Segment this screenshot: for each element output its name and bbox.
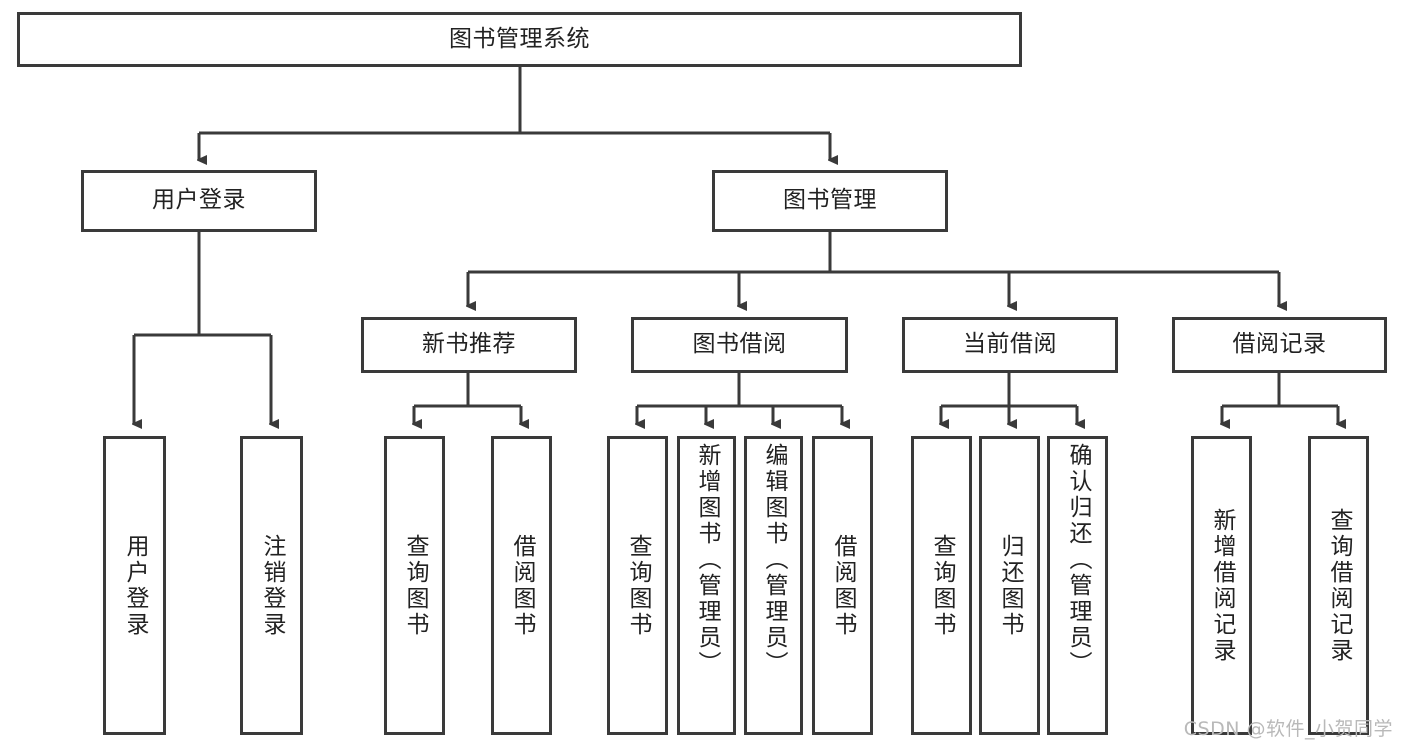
node-label: 新增图书（管理员） — [694, 443, 720, 677]
node-root-system[interactable]: 图书管理系统 — [17, 12, 1022, 67]
node-leaf-add-book[interactable]: 新增图书（管理员） — [677, 436, 736, 735]
node-label: 查询图书 — [402, 533, 428, 638]
node-label: 查询借阅记录 — [1326, 507, 1352, 664]
node-leaf-add-borrow-record[interactable]: 新增借阅记录 — [1191, 436, 1252, 735]
node-label: 用户登录 — [152, 187, 246, 214]
node-book-manage[interactable]: 图书管理 — [712, 170, 948, 232]
node-leaf-query-book-borrow[interactable]: 查询图书 — [607, 436, 668, 735]
node-leaf-query-book-recommend[interactable]: 查询图书 — [384, 436, 445, 735]
node-label: 借阅图书 — [509, 533, 535, 638]
node-label: 图书管理系统 — [449, 25, 590, 52]
node-leaf-logout-login[interactable]: 注销登录 — [240, 436, 303, 735]
node-leaf-return-book[interactable]: 归还图书 — [979, 436, 1040, 735]
node-current-borrow[interactable]: 当前借阅 — [902, 317, 1118, 373]
node-label: 图书借阅 — [692, 331, 787, 358]
node-label: 借阅图书 — [830, 533, 856, 638]
node-label: 借阅记录 — [1232, 331, 1327, 358]
node-label: 图书管理 — [783, 187, 877, 214]
node-label: 查询图书 — [929, 533, 955, 638]
node-label: 归还图书 — [997, 533, 1023, 638]
node-label: 注销登录 — [259, 533, 285, 638]
node-label: 编辑图书（管理员） — [761, 443, 787, 677]
node-leaf-query-book-current[interactable]: 查询图书 — [911, 436, 972, 735]
node-leaf-borrow-book-recommend[interactable]: 借阅图书 — [491, 436, 552, 735]
node-new-book-recommend[interactable]: 新书推荐 — [361, 317, 577, 373]
node-leaf-confirm-return[interactable]: 确认归还（管理员） — [1047, 436, 1108, 735]
node-borrow-record[interactable]: 借阅记录 — [1172, 317, 1387, 373]
node-label: 新增借阅记录 — [1209, 507, 1235, 664]
node-label: 新书推荐 — [422, 331, 516, 358]
node-label: 用户登录 — [122, 533, 148, 638]
node-user-login[interactable]: 用户登录 — [81, 170, 317, 232]
node-book-borrow[interactable]: 图书借阅 — [631, 317, 848, 373]
node-leaf-query-borrow-record[interactable]: 查询借阅记录 — [1308, 436, 1369, 735]
node-label: 确认归还（管理员） — [1065, 443, 1091, 677]
node-leaf-edit-book[interactable]: 编辑图书（管理员） — [744, 436, 803, 735]
node-leaf-user-login[interactable]: 用户登录 — [103, 436, 166, 735]
node-label: 查询图书 — [625, 533, 651, 638]
csdn-watermark: CSDN @软件_小贺同学 — [1183, 718, 1393, 740]
node-leaf-borrow-book-borrow[interactable]: 借阅图书 — [812, 436, 873, 735]
node-label: 当前借阅 — [963, 331, 1057, 358]
